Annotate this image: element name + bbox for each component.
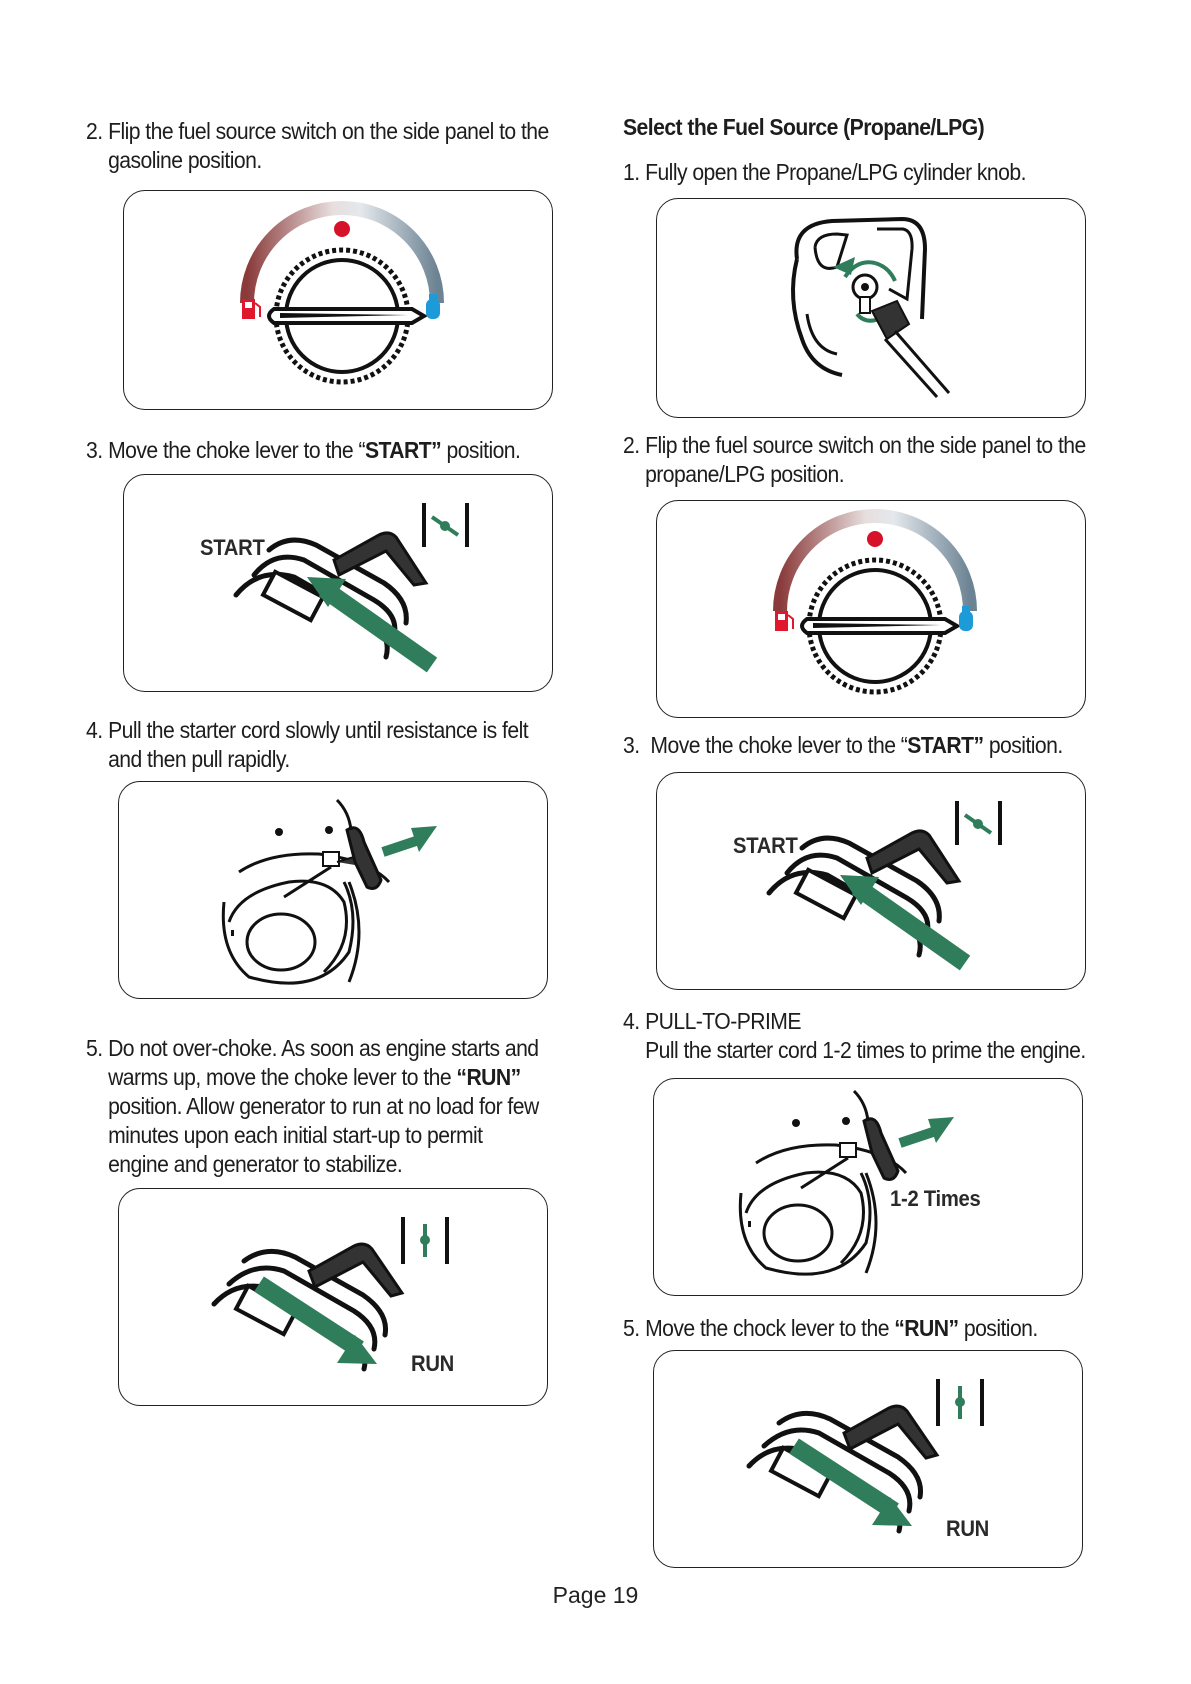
right-heading: Select the Fuel Source (Propane/LPG) xyxy=(623,113,984,142)
choke-start-label: START xyxy=(733,833,798,859)
gasoline-selector-panel xyxy=(123,190,553,410)
left-step-2: 2.Flip the fuel source switch on the sid… xyxy=(86,117,549,175)
choke-open-symbol-icon xyxy=(938,1379,982,1426)
choke-closed-symbol-icon xyxy=(957,801,1000,845)
right-step-5: 5.Move the chock lever to the “RUN” posi… xyxy=(623,1314,1038,1343)
right-step-2: 2.Flip the fuel source switch on the sid… xyxy=(623,431,1086,489)
left-step-5: 5.Do not over-choke. As soon as engine s… xyxy=(86,1034,539,1179)
green-arrow-icon xyxy=(383,826,437,852)
recoil-starter-icon xyxy=(119,782,549,1000)
prime-cord-panel: 1-2 Times xyxy=(653,1078,1083,1296)
choke-closed-symbol-icon xyxy=(424,503,467,547)
left-step-3: 3.Move the choke lever to the “START” po… xyxy=(86,436,520,465)
choke-run-label: RUN xyxy=(411,1351,454,1377)
times-label: 1-2 Times xyxy=(890,1186,981,1212)
choke-start-panel-left: START xyxy=(123,474,553,692)
fuel-selector-knob-icon xyxy=(124,191,554,411)
right-step-1: 1.Fully open the Propane/LPG cylinder kn… xyxy=(623,158,1026,187)
right-step-4: 4.PULL-TO-PRIME Pull the starter cord 1-… xyxy=(623,1007,1086,1065)
fuel-selector-knob-icon xyxy=(657,501,1087,719)
page-number: Page 19 xyxy=(0,1582,1191,1609)
green-arrow-icon xyxy=(307,577,432,665)
starter-cord-panel xyxy=(118,781,548,999)
choke-lever-icon xyxy=(124,475,554,693)
choke-lever-icon xyxy=(657,773,1087,991)
cylinder-knob-panel xyxy=(656,198,1086,418)
green-arrow-icon xyxy=(900,1117,954,1143)
choke-start-label: START xyxy=(200,535,265,561)
choke-start-panel-right: START xyxy=(656,772,1086,990)
green-arrow-icon xyxy=(840,875,965,963)
cylinder-valve-icon xyxy=(657,199,1087,419)
gas-pump-icon xyxy=(242,299,260,319)
choke-run-panel-right: RUN xyxy=(653,1350,1083,1568)
choke-lever-icon xyxy=(654,1351,1084,1569)
green-arrow-icon xyxy=(833,257,855,275)
gas-pump-icon xyxy=(775,611,793,631)
choke-open-symbol-icon xyxy=(403,1217,447,1264)
left-step-4: 4.Pull the starter cord slowly until res… xyxy=(86,716,528,774)
recoil-starter-icon xyxy=(654,1079,1084,1297)
choke-run-label: RUN xyxy=(946,1516,989,1542)
choke-run-panel-left: RUN xyxy=(118,1188,548,1406)
choke-lever-icon xyxy=(119,1189,549,1407)
right-step-3: 3. Move the choke lever to the “START” p… xyxy=(623,731,1063,760)
propane-selector-panel xyxy=(656,500,1086,718)
